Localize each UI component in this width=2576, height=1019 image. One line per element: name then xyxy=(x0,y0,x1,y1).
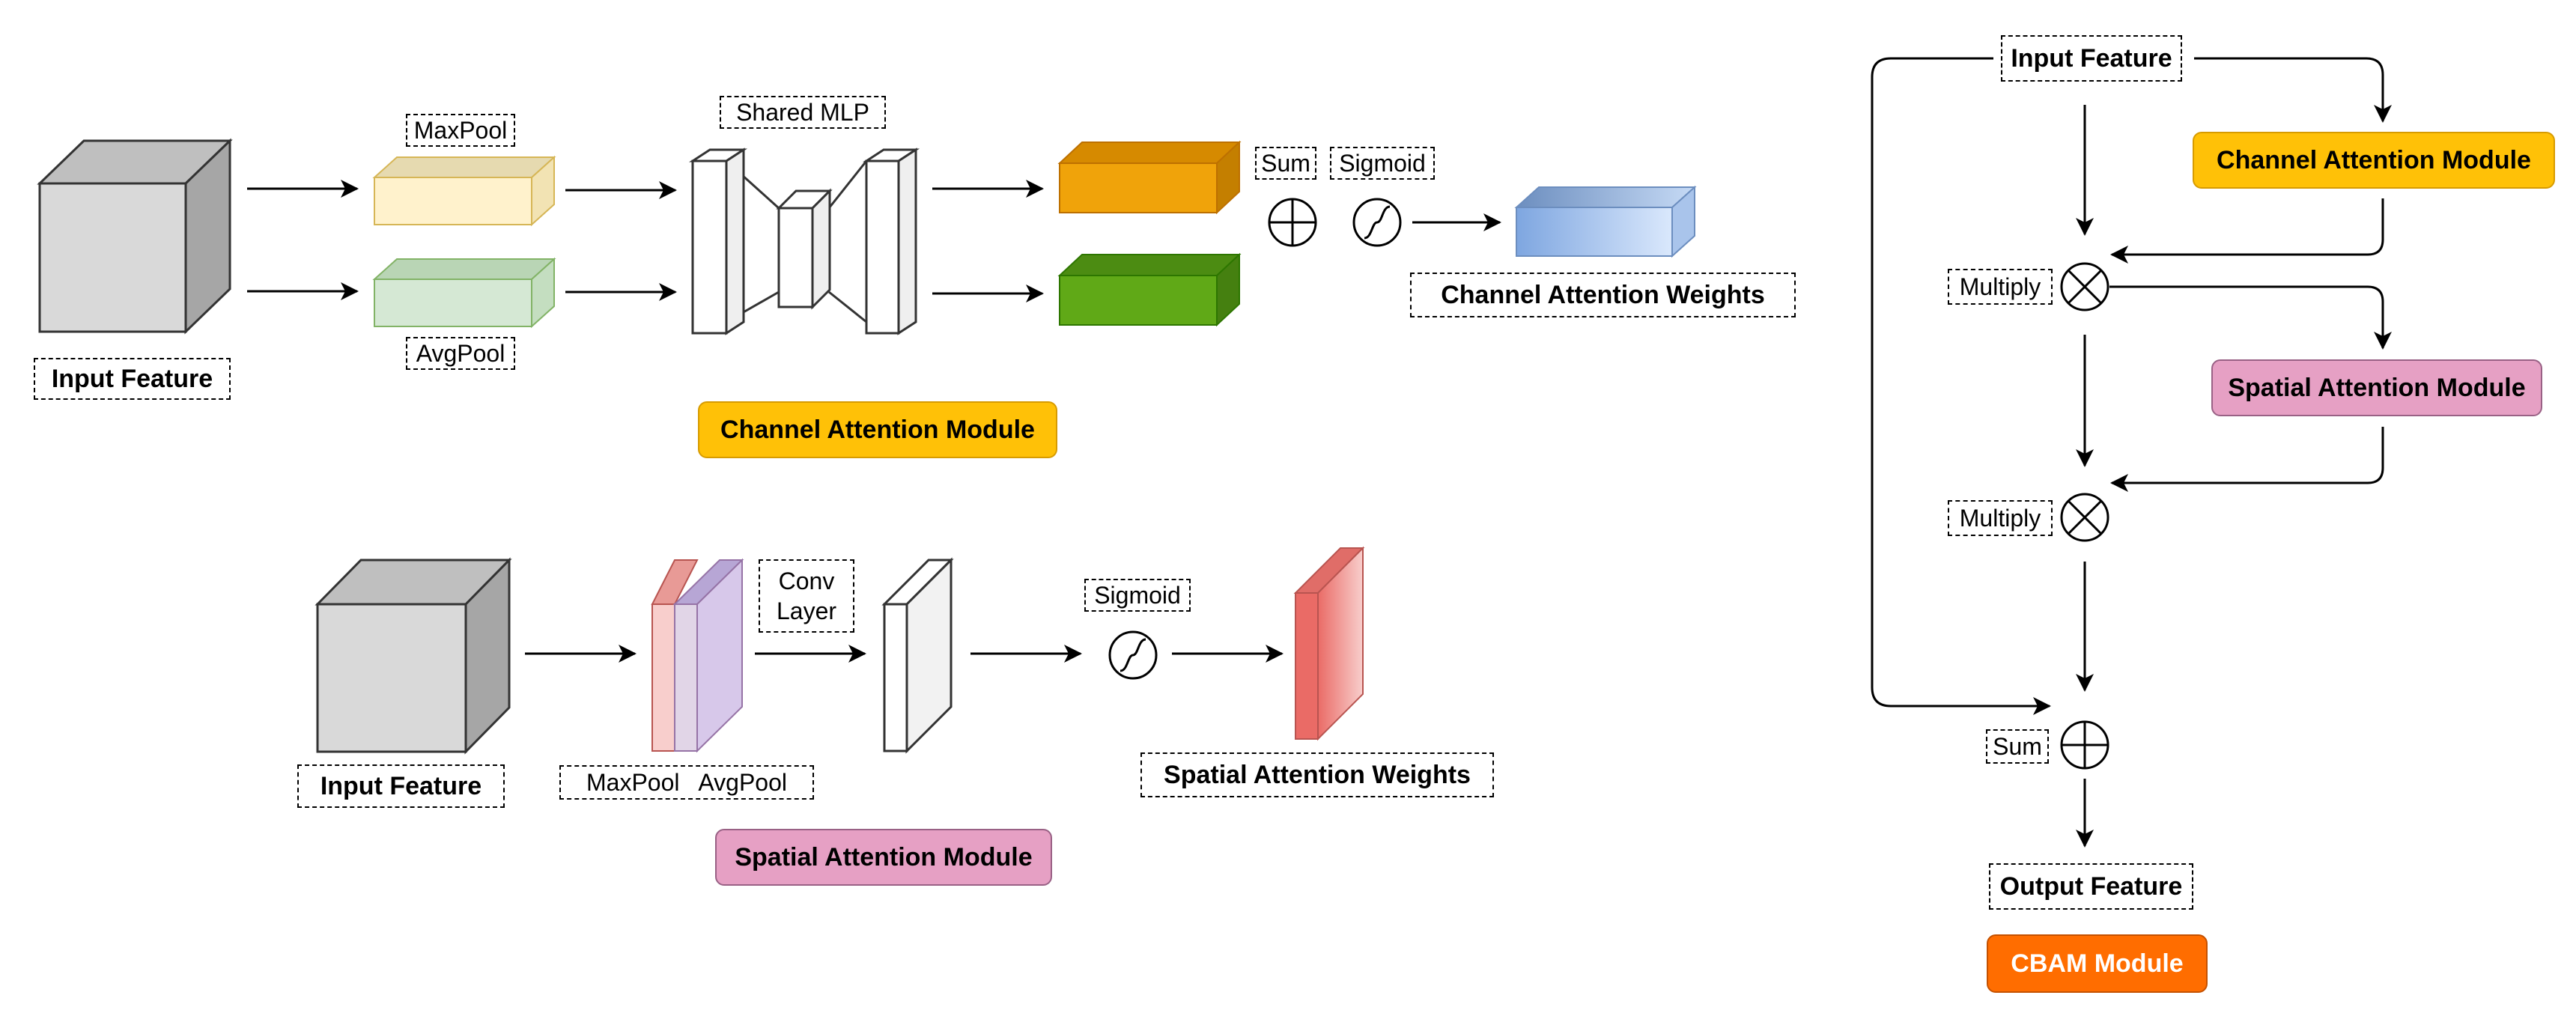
spatial-sigmoid-label: Sigmoid xyxy=(1084,579,1191,612)
cbam-multiply-icon-1 xyxy=(2060,262,2109,311)
multiply-label-1: Multiply xyxy=(1948,269,2053,305)
maxpool-mlp-output-block xyxy=(1057,140,1242,215)
channel-sigmoid-icon xyxy=(1352,198,1402,247)
spatial-weights-block xyxy=(1293,546,1365,741)
sigmoid-label: Sigmoid xyxy=(1330,147,1435,180)
spatial-sigmoid-icon xyxy=(1108,630,1158,680)
spatial-input-cube xyxy=(315,557,512,755)
cbam-spatial-attention-module: Spatial Attention Module xyxy=(2211,359,2542,416)
cbam-channel-attention-module: Channel Attention Module xyxy=(2193,132,2555,189)
cbam-sum-icon xyxy=(2060,720,2109,770)
spatial-attention-module-badge: Spatial Attention Module xyxy=(715,829,1052,886)
arrow-spatial-to-multiply2 xyxy=(2110,427,2384,492)
spatial-pool-maps xyxy=(651,558,744,753)
output-feature-label: Output Feature xyxy=(1989,863,2193,910)
cbam-input-feature-label: Input Feature xyxy=(2001,35,2182,82)
avgpool-label: AvgPool xyxy=(406,337,515,370)
channel-input-feature-label: Input Feature xyxy=(34,358,231,400)
sum-label: Sum xyxy=(1255,147,1316,180)
avgpool-block xyxy=(372,257,556,329)
conv-layer-label: Conv Layer xyxy=(759,559,854,633)
maxpool-block xyxy=(372,155,556,227)
avgpool-mlp-output-block xyxy=(1057,252,1242,327)
shared-mlp xyxy=(688,147,920,335)
channel-sum-icon xyxy=(1268,198,1317,247)
spatial-attention-weights-label: Spatial Attention Weights xyxy=(1140,752,1494,797)
multiply-label-2: Multiply xyxy=(1948,500,2053,536)
channel-attention-module-badge: Channel Attention Module xyxy=(698,401,1057,458)
conv-label-line2: Layer xyxy=(776,597,837,624)
maxpool-label: MaxPool xyxy=(406,114,515,147)
arrow-cbam-input-to-channel xyxy=(2194,57,2392,123)
shared-mlp-label: Shared MLP xyxy=(720,96,886,129)
channel-weights-block xyxy=(1514,185,1697,258)
channel-attention-weights-label: Channel Attention Weights xyxy=(1410,273,1796,317)
spatial-input-feature-label: Input Feature xyxy=(297,764,505,808)
channel-input-cube xyxy=(37,138,233,335)
spatial-conv-output xyxy=(881,557,954,754)
conv-label-line1: Conv xyxy=(778,568,835,594)
arrow-channel-to-multiply1 xyxy=(2110,198,2384,264)
cbam-sum-label: Sum xyxy=(1986,729,2049,764)
arrow-multiply1-to-spatial xyxy=(2109,285,2392,350)
cbam-multiply-icon-2 xyxy=(2060,493,2109,542)
arrow-cbam-skip-connection xyxy=(1871,57,2051,715)
cbam-module-badge: CBAM Module xyxy=(1987,934,2208,993)
pool-maps-label: MaxPool AvgPool xyxy=(559,765,814,800)
